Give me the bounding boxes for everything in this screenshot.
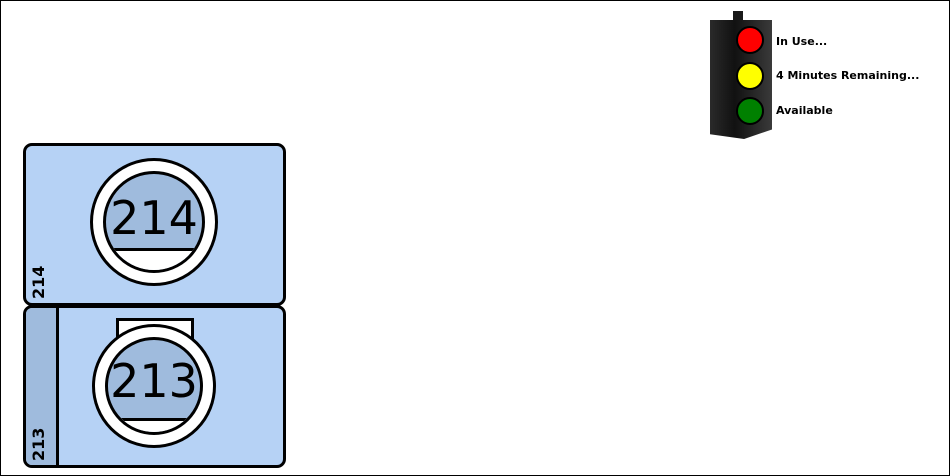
unit-214-ring: 214 <box>90 158 218 286</box>
unit-213-ring: 213 <box>92 324 216 448</box>
legend-label-in-use: In Use... <box>776 35 828 48</box>
unit-213[interactable]: 213 213 <box>23 305 286 468</box>
unit-214-side-label-text: 214 <box>29 265 48 299</box>
unit-214-side-label: 214 <box>26 249 56 299</box>
legend-label-remaining: 4 Minutes Remaining... <box>776 69 920 82</box>
unit-214-disc <box>103 171 205 273</box>
unit-213-disc <box>105 337 203 435</box>
unit-214[interactable]: 214 214 <box>23 143 286 306</box>
traffic-light-pole <box>733 11 743 21</box>
unit-213-side-label-text: 213 <box>29 427 48 461</box>
legend-label-available: Available <box>776 104 833 117</box>
unit-213-side-strip <box>26 308 59 465</box>
unit-214-number: 214 <box>110 191 198 246</box>
green-light-icon <box>736 97 764 125</box>
yellow-light-icon <box>736 62 764 90</box>
unit-213-number: 213 <box>110 354 198 409</box>
red-light-icon <box>736 26 764 54</box>
unit-214-disc-cutout <box>106 248 202 270</box>
unit-213-side-label: 213 <box>26 411 56 461</box>
unit-213-disc-cutout <box>108 418 200 432</box>
status-legend: In Use... 4 Minutes Remaining... Availab… <box>706 11 936 141</box>
